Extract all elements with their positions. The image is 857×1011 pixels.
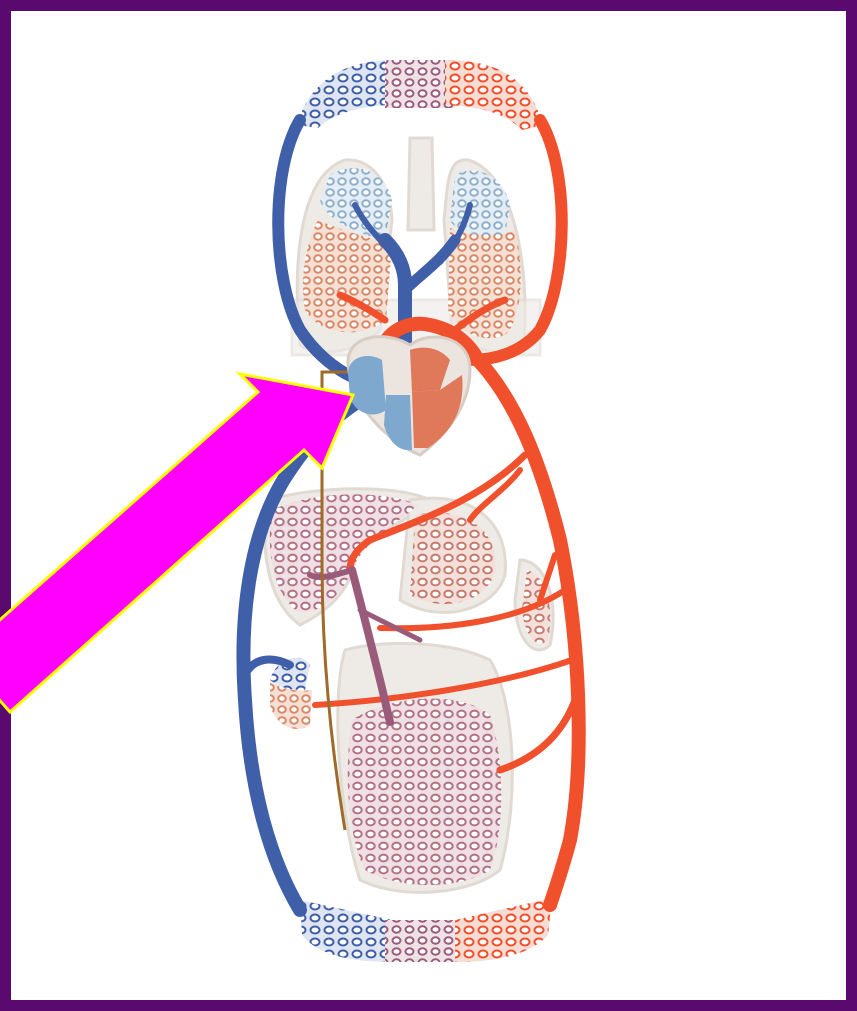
lung-capillary-lower-right xyxy=(448,228,521,338)
leg-capillary-bed-arterial xyxy=(455,898,552,962)
head-capillary-bed-arterial xyxy=(445,60,543,130)
head-capillary-bed-venous xyxy=(297,60,395,128)
liver-capillary-bed xyxy=(270,494,418,612)
trachea xyxy=(408,138,434,230)
leg-capillary-bed-venous xyxy=(300,900,392,962)
lung-capillary-upper-right xyxy=(450,171,510,236)
intestine-capillary-bed xyxy=(348,699,501,885)
leg-capillary-bed-mixed xyxy=(385,920,460,962)
heart xyxy=(348,337,470,455)
right-ventricle xyxy=(384,395,412,450)
head-capillary-bed-mixed xyxy=(385,60,455,108)
